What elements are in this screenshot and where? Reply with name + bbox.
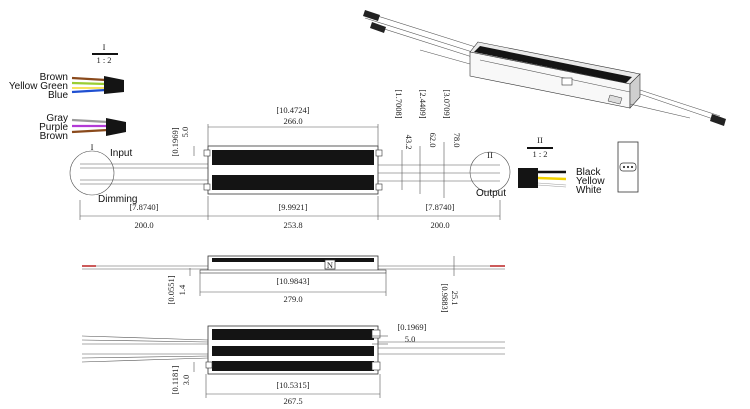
input-wire-bundle: Brown Yellow Green Blue [9, 72, 124, 101]
detail-I-callout: I 1 : 2 [92, 42, 118, 65]
dim-bottom-left-in: [0.1181] [170, 365, 180, 394]
wire-label-yellow: Yellow [576, 176, 605, 187]
top-view: I Input Dimming II Output [10.4724] 266.… [69, 89, 511, 230]
dim-side-right-mm: 25.1 [450, 291, 460, 306]
dim-lead-left-mm: 200.0 [134, 220, 153, 230]
dim-top-length-mm: 266.0 [283, 116, 302, 126]
dim-v4-mm: 78.0 [452, 133, 462, 148]
dimming-label: Dimming [98, 194, 137, 205]
bottom-view: [0.1969] 5.0 [0.1181] 3.0 [10.5315] 267.… [81, 322, 505, 406]
wire-label-purple: Purple [39, 122, 68, 133]
svg-text:N: N [327, 260, 333, 270]
detail-II-callout: II 1 : 2 Black Yellow White [518, 135, 639, 196]
dim-v3-in: [2.4409] [418, 89, 428, 118]
circle-II-label: II [487, 150, 493, 160]
callout-I-label: I [103, 42, 106, 52]
dim-lead-right-mm: 200.0 [430, 220, 449, 230]
wire-label-black: Black [576, 167, 601, 178]
output-label: Output [476, 188, 506, 199]
input-label: Input [110, 148, 132, 159]
dimming-wire-bundle: Gray Purple Brown [39, 113, 126, 142]
circle-I-label: I [91, 142, 94, 152]
wire-label-gray: Gray [46, 113, 68, 124]
dim-v2-mm: 43.2 [404, 135, 414, 150]
dim-bottom-left-mm: 3.0 [181, 375, 191, 386]
scale-I-label: 1 : 2 [96, 55, 111, 65]
dim-bottom-length-in: [10.5315] [276, 380, 309, 390]
dim-side-length-mm: 279.0 [283, 294, 302, 304]
wire-label-brown: Brown [40, 72, 68, 83]
wire-label-yellow-green: Yellow Green [9, 81, 68, 92]
dim-v1-mm: 5.0 [180, 127, 190, 138]
wire-label-blue: Blue [48, 90, 68, 101]
dim-v1-in: [0.1969] [170, 127, 180, 156]
dim-top-length-in: [10.4724] [276, 105, 309, 115]
dim-body-in: [9.9921] [278, 202, 307, 212]
dim-side-left-in: [0.0551] [166, 275, 176, 304]
dim-lead-right-in: [7.8740] [425, 202, 454, 212]
dim-side-left-mm: 1.4 [177, 284, 187, 295]
dim-v4-in: [3.0709] [442, 89, 452, 118]
dim-lead-left-in: [7.8740] [129, 202, 158, 212]
dim-v3-mm: 62.0 [428, 133, 438, 148]
dim-bottom-hole-mm: 5.0 [405, 334, 416, 344]
dim-side-right-in: [0.9883] [440, 283, 450, 312]
callout-II-label: II [537, 135, 543, 145]
dim-bottom-hole-in: [0.1969] [397, 322, 426, 332]
dim-v2-in: [1.7008] [394, 89, 404, 118]
dim-side-length-in: [10.9843] [276, 276, 309, 286]
dim-body-mm: 253.8 [283, 220, 302, 230]
wire-label-white: White [576, 185, 602, 196]
wire-label-brown-dim: Brown [40, 131, 68, 142]
dim-bottom-length-mm: 267.5 [283, 396, 302, 406]
isometric-product-view [363, 10, 726, 126]
side-view: N [10.9843] 279.0 [0.0551] 1.4 [0.9883] … [82, 255, 505, 313]
scale-II-label: 1 : 2 [532, 149, 547, 159]
